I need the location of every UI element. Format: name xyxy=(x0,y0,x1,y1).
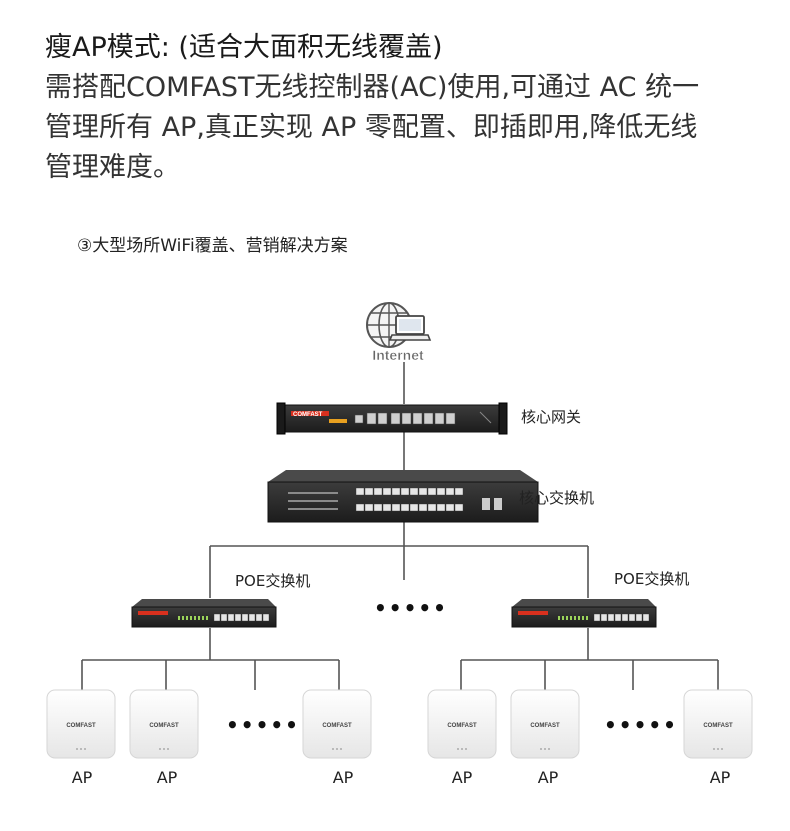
ap-brand-text: COMFAST xyxy=(447,723,477,729)
page-title: 瘦AP模式: (适合大面积无线覆盖) xyxy=(45,32,443,63)
ap-led-dot xyxy=(76,748,78,750)
ap-led-dot xyxy=(332,748,334,750)
ap-device: COMFAST xyxy=(683,689,753,759)
poe-switch-left-label: POE交换机 xyxy=(235,572,311,590)
more-switches-ellipsis: ••••• xyxy=(374,596,448,620)
ap-led-dot xyxy=(721,748,723,750)
svg-text:COMFAST: COMFAST xyxy=(293,412,323,418)
description-line-1: 需搭配COMFAST无线控制器(AC)使用,可通过 AC 统一 xyxy=(45,72,700,103)
core-gateway-device: COMFAST xyxy=(276,402,508,435)
ap-led-dot xyxy=(461,748,463,750)
ap-led-dot xyxy=(167,748,169,750)
connection-lines xyxy=(81,362,719,690)
gateway-label: 核心网关 xyxy=(521,408,582,426)
ap-led-dot xyxy=(159,748,161,750)
description-line-2: 管理所有 AP,真正实现 AP 零配置、即插即用,降低无线 xyxy=(45,112,698,143)
ap-led-dot xyxy=(717,748,719,750)
ap-device: COMFAST xyxy=(46,689,116,759)
more-aps-left-ellipsis: ••••• xyxy=(226,713,300,737)
ap-label: AP xyxy=(156,768,178,787)
description-line-3: 管理难度。 xyxy=(45,152,180,183)
ap-device: COMFAST xyxy=(302,689,372,759)
ap-led-dot xyxy=(340,748,342,750)
ap-label: AP xyxy=(71,768,93,787)
ap-label: AP xyxy=(537,768,559,787)
poe-switch-left-device xyxy=(131,599,277,628)
internet-globe-icon xyxy=(366,302,432,348)
ap-led-dot xyxy=(465,748,467,750)
ap-led-dot xyxy=(713,748,715,750)
ap-device: COMFAST xyxy=(129,689,199,759)
ap-brand-text: COMFAST xyxy=(703,723,733,729)
ap-device: COMFAST xyxy=(427,689,497,759)
core-switch-label: 核心交换机 xyxy=(519,489,595,507)
ap-brand-text: COMFAST xyxy=(66,723,96,729)
ap-led-dot xyxy=(80,748,82,750)
ap-brand-text: COMFAST xyxy=(149,723,179,729)
ap-led-dot xyxy=(544,748,546,750)
ap-label: AP xyxy=(451,768,473,787)
ap-led-dot xyxy=(163,748,165,750)
ap-brand-text: COMFAST xyxy=(322,723,352,729)
internet-label: Internet xyxy=(372,347,424,363)
ap-led-dot xyxy=(457,748,459,750)
more-aps-right-ellipsis: ••••• xyxy=(604,713,678,737)
ap-led-dot xyxy=(548,748,550,750)
ap-brand-text: COMFAST xyxy=(530,723,560,729)
ap-led-dot xyxy=(540,748,542,750)
ap-label: AP xyxy=(332,768,354,787)
ap-led-dot xyxy=(336,748,338,750)
poe-switch-right-device xyxy=(511,599,657,628)
ap-device: COMFAST xyxy=(510,689,580,759)
ap-label: AP xyxy=(709,768,731,787)
poe-switch-right-label: POE交换机 xyxy=(614,570,690,588)
ap-led-dot xyxy=(84,748,86,750)
core-switch-device xyxy=(267,470,539,523)
diagram-subtitle: ③大型场所WiFi覆盖、营销解决方案 xyxy=(77,236,348,256)
